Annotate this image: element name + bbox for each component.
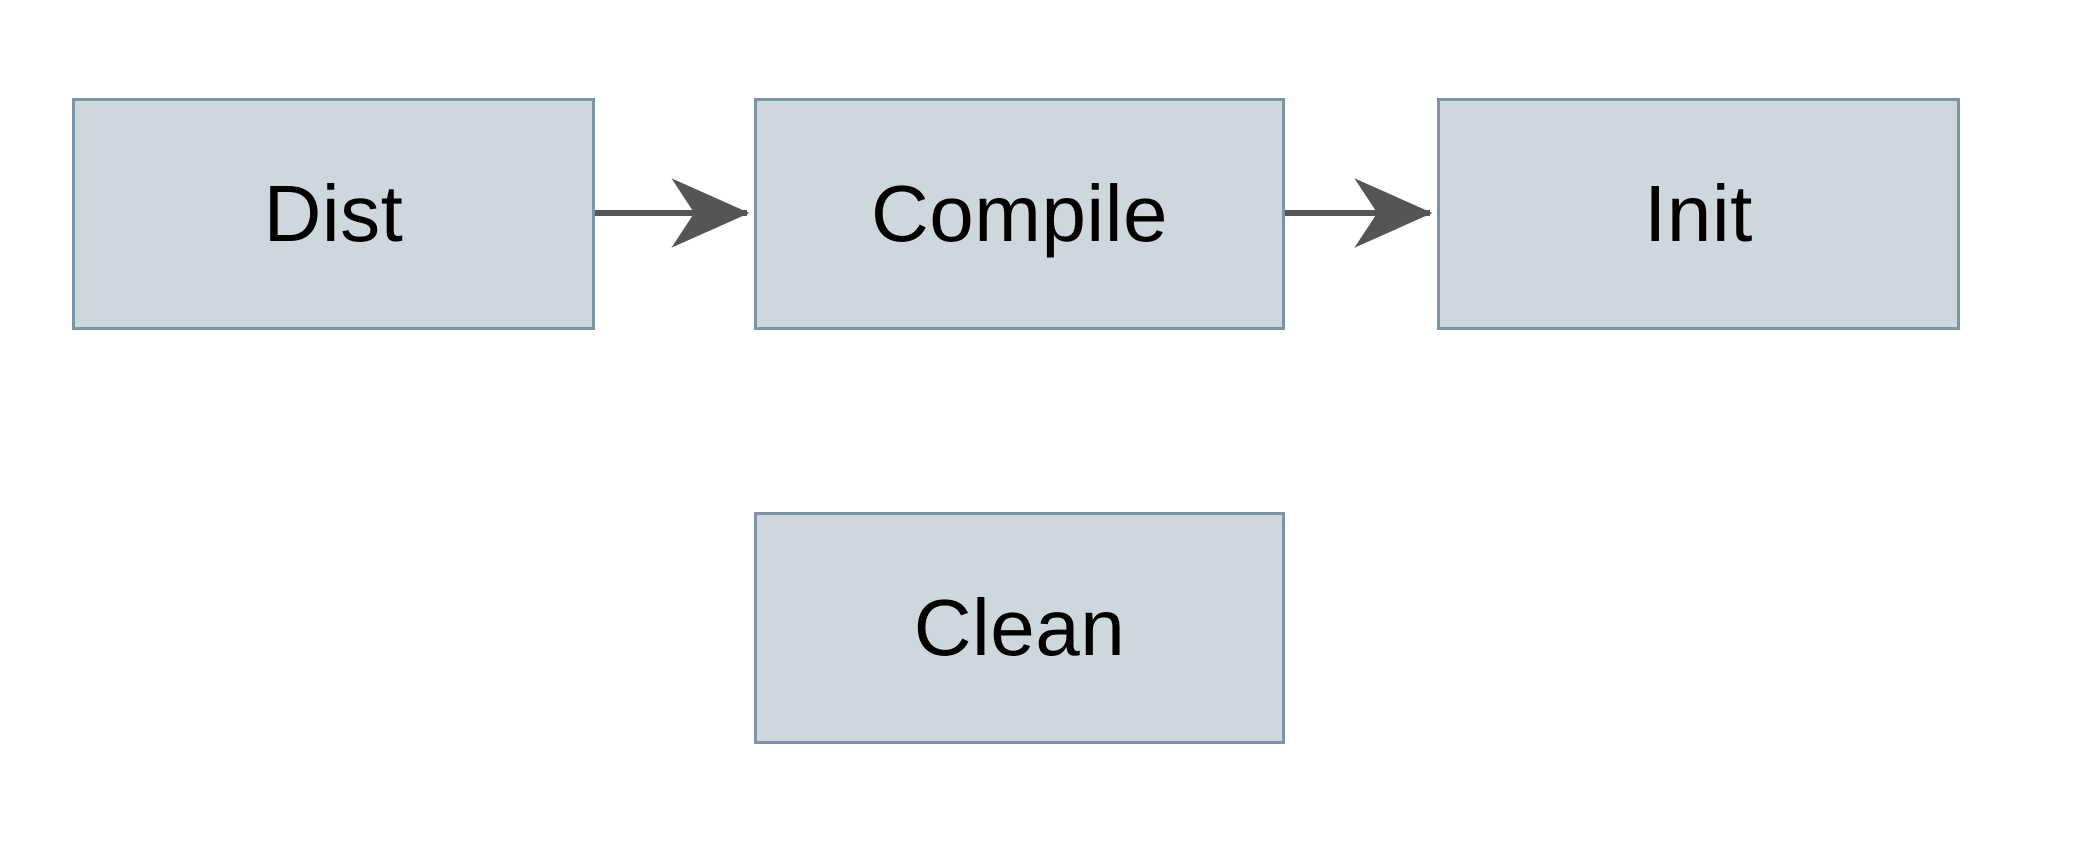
node-clean[interactable]: Clean [754, 512, 1285, 744]
node-clean-label: Clean [913, 583, 1126, 672]
node-dist-label: Dist [263, 169, 404, 258]
node-compile-label: Compile [871, 169, 1168, 258]
node-compile[interactable]: Compile [754, 98, 1285, 330]
node-dist[interactable]: Dist [72, 98, 595, 330]
node-init[interactable]: Init [1437, 98, 1960, 330]
node-init-label: Init [1644, 169, 1753, 258]
